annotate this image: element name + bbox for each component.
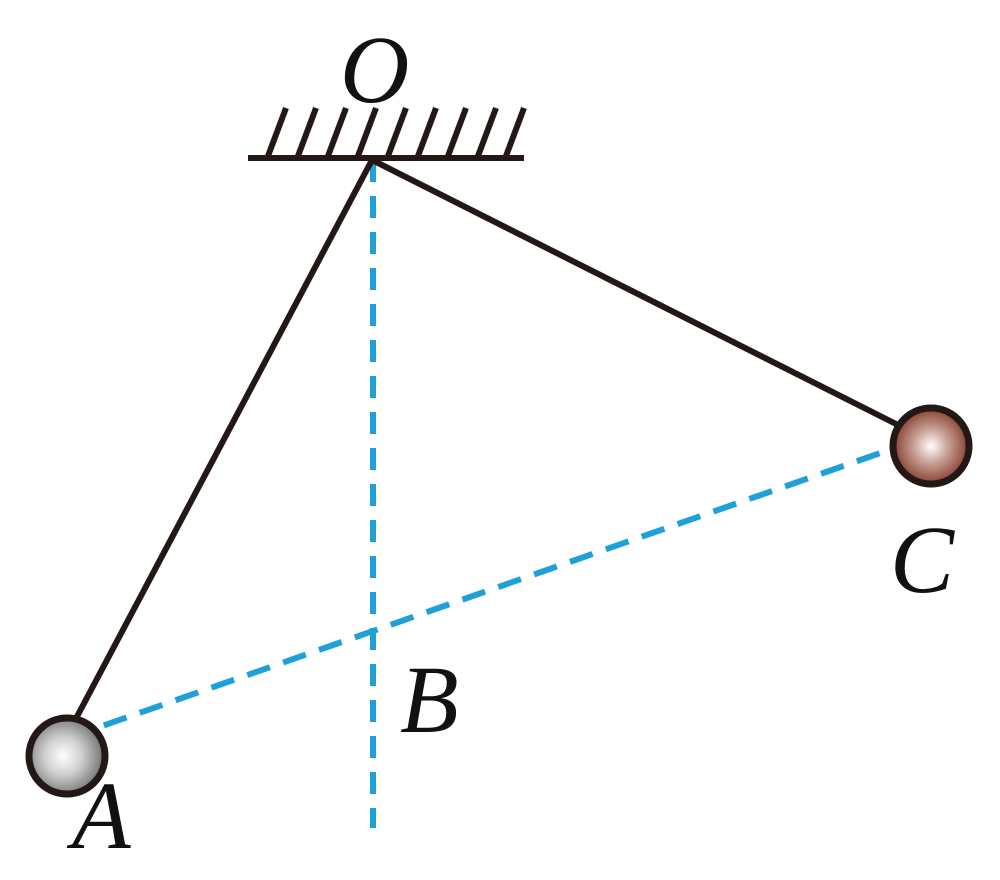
hatched-ceiling-icon — [265, 106, 527, 158]
ac-dashed-line — [67, 441, 907, 741]
ceiling-support — [248, 106, 527, 161]
gray-sphere-icon — [25, 714, 109, 798]
point-label-a: A — [72, 762, 131, 869]
point-label-b: B — [400, 646, 459, 753]
brown-sphere-icon — [889, 404, 973, 488]
rod-oc — [370, 157, 906, 431]
point-label-o: O — [340, 16, 410, 123]
rod-oa — [69, 158, 375, 728]
point-label-c: C — [890, 506, 955, 613]
